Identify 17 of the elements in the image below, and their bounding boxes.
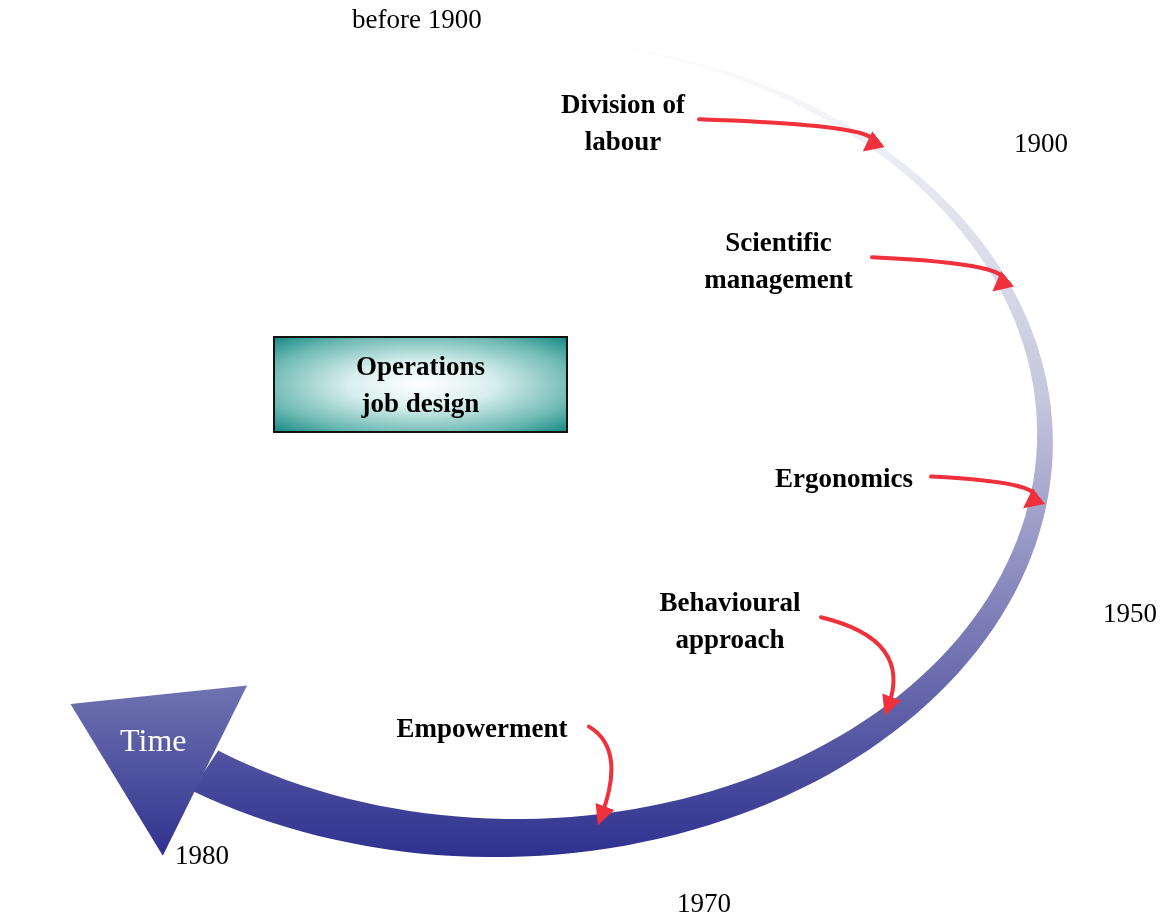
year-label: 1980: [175, 840, 229, 871]
year-label: before 1900: [352, 4, 482, 35]
arrow: [819, 615, 901, 716]
year-label: 1900: [1014, 128, 1068, 159]
process-box: Operations job design: [273, 336, 568, 433]
stage-label: Scientific management: [686, 224, 871, 298]
stage-label: Ergonomics: [758, 460, 930, 497]
arrow: [587, 724, 615, 826]
stage-label: Behavioural approach: [640, 584, 820, 658]
stage-label: Empowerment: [376, 710, 588, 747]
arrow-label: Time: [120, 722, 187, 760]
stage-label: Division of labour: [548, 86, 698, 160]
year-label: 1970: [677, 888, 731, 919]
arrow: [929, 474, 1046, 510]
year-label: 1950: [1103, 598, 1157, 629]
arrow: [697, 117, 885, 153]
arrow: [870, 255, 1015, 293]
